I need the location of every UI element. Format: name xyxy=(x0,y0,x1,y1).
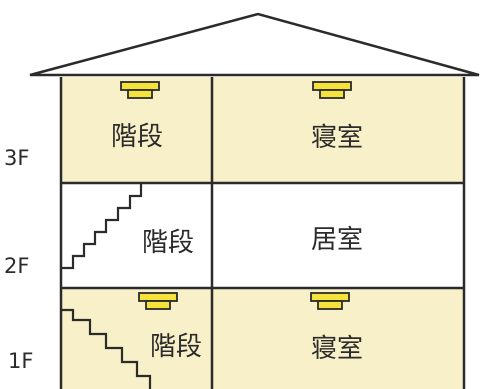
smoke-detector-1f-stairs-icon xyxy=(138,292,178,310)
room-label-1f-stairs: 階段 xyxy=(150,332,202,362)
house-walls xyxy=(59,77,466,389)
roof xyxy=(29,12,480,77)
floor-label-3f: 3F xyxy=(4,146,29,170)
room-label-3f-stairs: 階段 xyxy=(111,122,163,152)
room-2f-living xyxy=(212,183,464,288)
smoke-detector-3f-bedroom-icon xyxy=(312,81,352,99)
room-label-1f-bedroom: 寝室 xyxy=(311,334,363,364)
room-label-2f-stairs: 階段 xyxy=(142,228,194,258)
smoke-detector-3f-stairs-icon xyxy=(120,81,160,99)
floor-label-1f: 1F xyxy=(8,349,33,373)
smoke-detector-1f-bedroom-icon xyxy=(310,292,350,310)
stairs-1f-icon xyxy=(61,308,152,389)
room-2f-stairs xyxy=(61,183,212,288)
room-label-3f-bedroom: 寝室 xyxy=(311,123,363,153)
floor-label-2f: 2F xyxy=(4,254,29,278)
room-label-2f-living: 居室 xyxy=(311,225,363,255)
stairs-2f-icon xyxy=(61,183,143,270)
